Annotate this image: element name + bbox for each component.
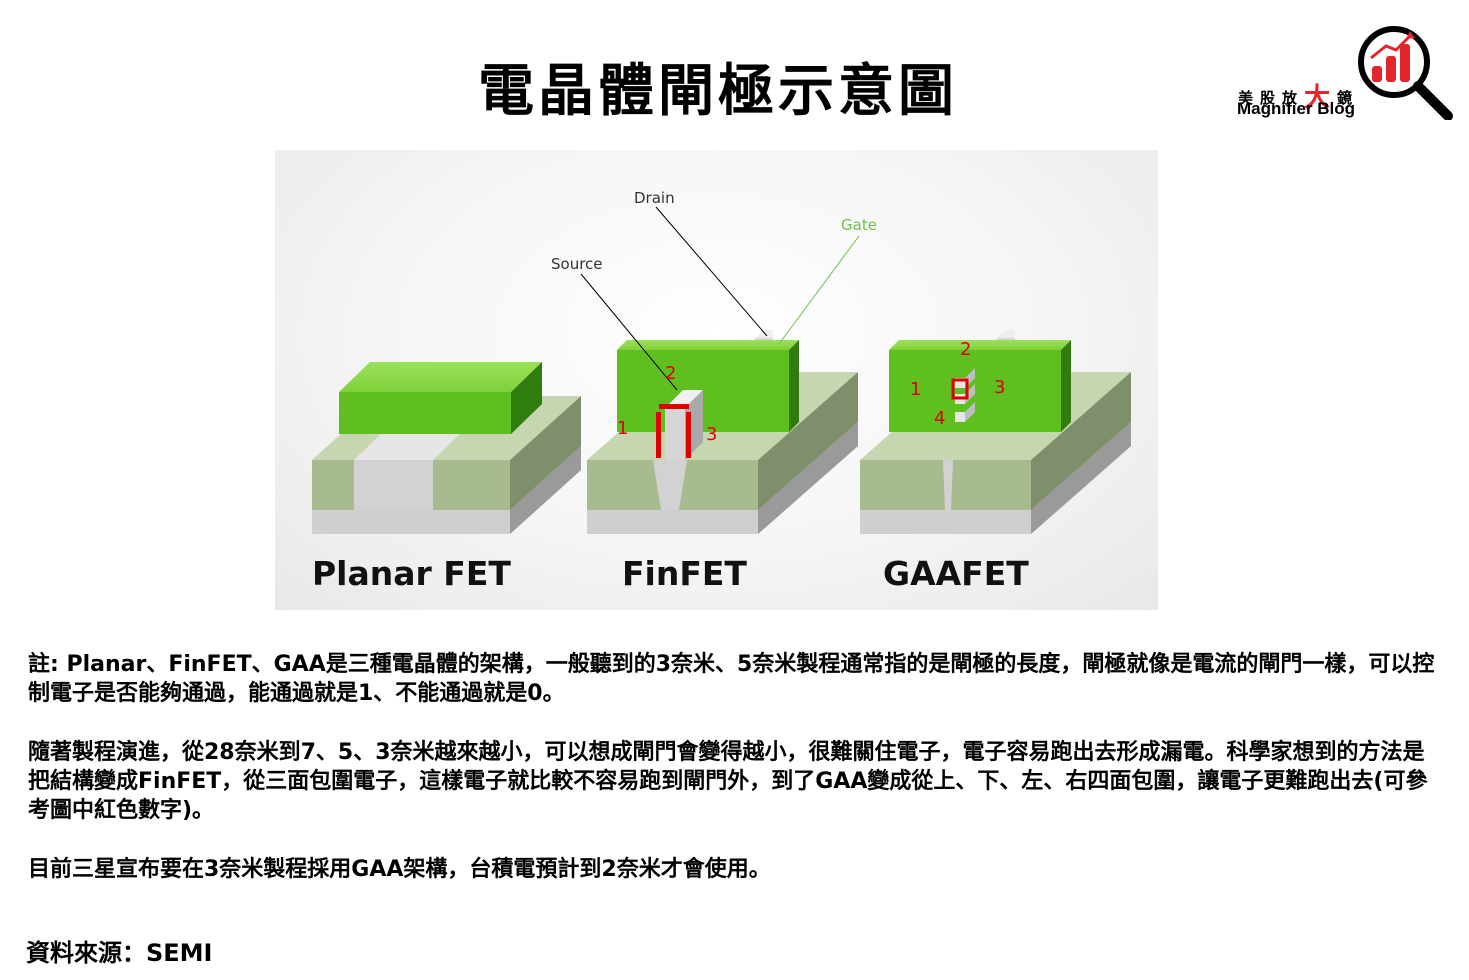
source-pointer-line xyxy=(580,273,678,391)
finfet-number-1: 1 xyxy=(617,418,628,439)
brand-logo: 美股放大鏡 Magnifier Blog xyxy=(1232,22,1462,122)
gaafet-structure xyxy=(860,330,1131,534)
gate-label: Gate xyxy=(841,216,877,234)
finfet-number-2: 2 xyxy=(665,363,676,384)
planar-fet-name: Planar FET xyxy=(312,554,511,593)
gaafet-number-2: 2 xyxy=(960,339,971,360)
data-source: 資料來源：SEMI xyxy=(26,939,213,967)
page-title: 電晶體閘極示意圖 xyxy=(478,59,958,124)
drain-pointer-line xyxy=(655,206,768,337)
gate-pointer-line xyxy=(778,235,860,345)
finfet-number-3: 3 xyxy=(706,424,717,445)
gaafet-number-1: 1 xyxy=(910,379,921,400)
note-paragraph-3: 目前三星宣布要在3奈米製程採用GAA架構，台積電預計到2奈米才會使用。 xyxy=(28,857,771,882)
notes-section: 註: Planar、FinFET、GAA是三種電晶體的架構，一般聽到的3奈米、5… xyxy=(28,650,1438,914)
finfet-structure xyxy=(587,330,858,534)
gaafet-name: GAAFET xyxy=(883,554,1029,593)
gaafet-number-4: 4 xyxy=(934,408,945,429)
planar-fet-structure xyxy=(312,362,581,534)
note-paragraph-2: 隨著製程演進，從28奈米到7、5、3奈米越來越小，可以想成閘門會變得越小，很難關… xyxy=(28,740,1428,823)
brand-chinese-name: 美股放大鏡 xyxy=(1238,83,1360,113)
gaafet-number-3: 3 xyxy=(994,377,1005,398)
note-paragraph-1: 註: Planar、FinFET、GAA是三種電晶體的架構，一般聽到的3奈米、5… xyxy=(28,652,1435,706)
brand-english-name: Magnifier Blog xyxy=(1237,99,1356,118)
finfet-name: FinFET xyxy=(622,554,747,593)
magnifier-chart-icon xyxy=(1358,26,1453,120)
source-label: Source xyxy=(551,255,603,273)
drain-label: Drain xyxy=(634,189,675,207)
transistor-diagram: Drain Gate Source 1 2 3 1 2 3 4 Planar F… xyxy=(275,150,1158,610)
